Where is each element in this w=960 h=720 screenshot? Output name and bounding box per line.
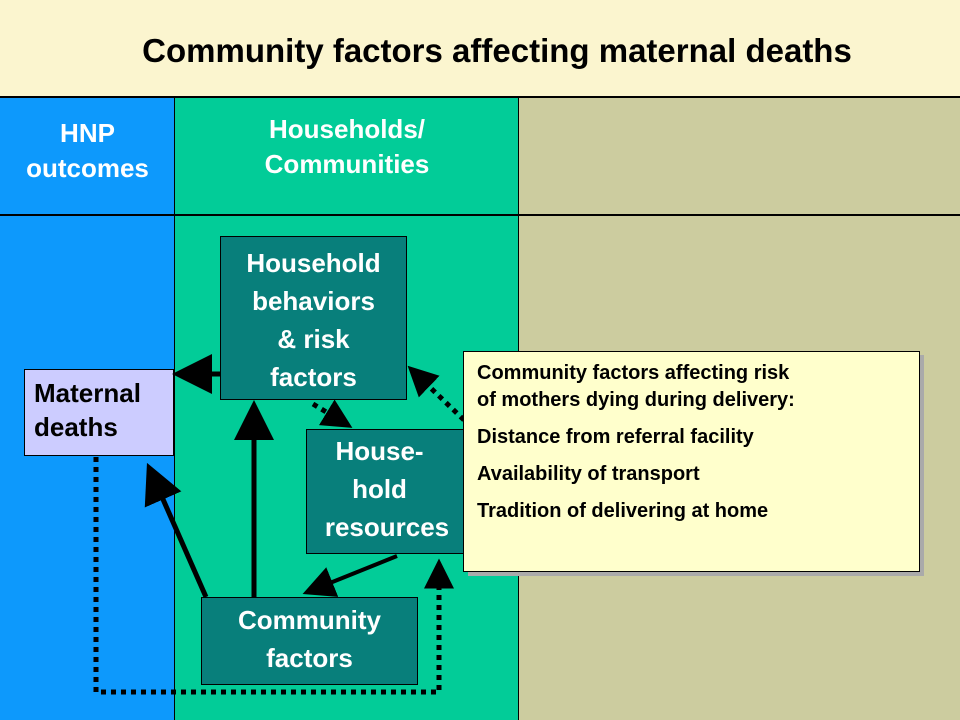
community-factors-box: Community factors [201,597,418,685]
arrow-note-to-behaviors [407,365,466,422]
box-line: deaths [34,412,118,442]
dotted-feedback-loop [93,457,454,695]
note-item: Availability of transport [477,463,700,485]
box-line: Community [238,605,381,635]
box-line: Maternal [34,378,141,408]
maternal-deaths-box: Maternal deaths [24,369,174,456]
households-communities-header: Households/ Communities [175,112,519,182]
arrow-behaviors-to-resources [311,399,353,428]
note-item: Tradition of delivering at home [477,500,769,522]
box-line: & risk [277,324,350,354]
note-item: Distance from referral facility [477,426,754,448]
box-line: Household [246,248,381,278]
box-line: resources [324,512,450,542]
note-heading: Community factors affecting risk [477,362,790,384]
arrow-community-to-deaths [144,462,209,599]
header-line: Communities [264,149,430,179]
header-line: HNP [60,118,115,148]
arrow-resources-to-community [302,554,398,597]
hnp-outcomes-header: HNP outcomes [0,116,175,186]
header-line: outcomes [26,153,149,183]
community-factors-note: Community factors affecting risk of moth… [463,351,920,572]
box-line: factors [266,643,353,673]
header-line: Households/ [268,114,425,144]
household-behaviors-box: Household behaviors & risk factors [220,236,407,400]
header-divider [0,214,960,216]
box-line: factors [270,362,357,392]
page-title: Community factors affecting maternal dea… [142,32,852,69]
box-line: behaviors [252,286,375,316]
title-band [0,0,960,96]
note-heading: of mothers dying during delivery: [477,389,795,411]
box-line: hold [352,474,407,504]
box-line: House- [335,436,424,466]
